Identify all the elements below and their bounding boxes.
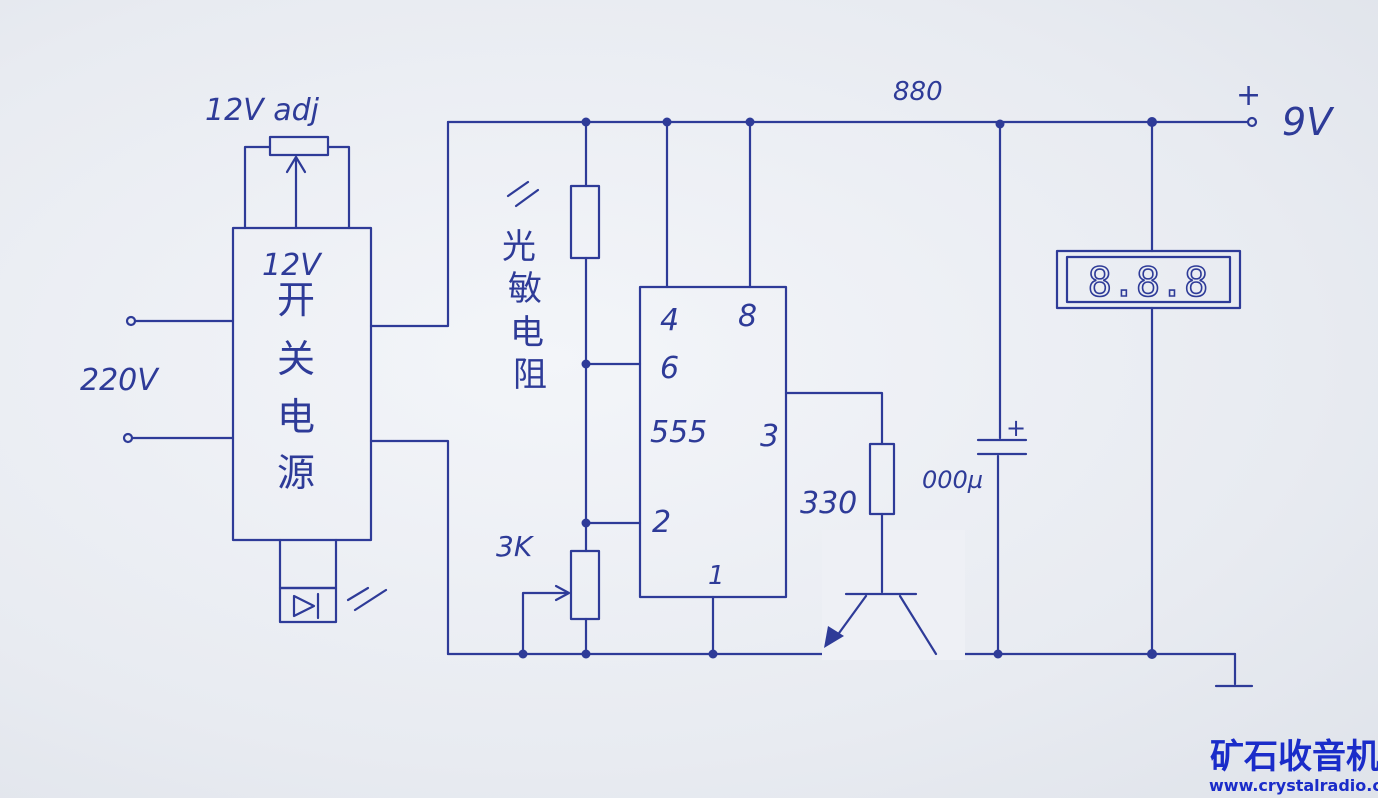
watermark-url: www.crystalradio.cn [1209,776,1378,795]
pot-adj-label: 12V adj [205,93,320,128]
output-stage: 330 [784,391,965,660]
pot-3k-label: 3K [496,530,535,563]
pin-8-label: 8 [738,299,757,334]
adj-potentiometer: 12V adj [205,93,351,230]
pin-3-label: 3 [760,419,779,454]
cap-plus-label: + [1006,414,1026,442]
ac-input: 220V [80,315,235,444]
adj-pot-body [268,135,330,157]
led-light-ray-1 [346,586,370,602]
supply-terminal: + 9V [1236,78,1335,144]
psu-name-char-3: 电 [277,395,315,439]
ldr-name-char-4: 阻 [513,355,547,395]
psu-box [231,226,373,542]
cap-value-label: 000µ [922,466,983,494]
res-330-body [868,442,896,516]
switching-power-supply: 12V 开 关 电 源 [231,226,373,542]
watermark-title: 矿石收音机 [1210,737,1378,777]
pin-4-label: 4 [660,303,679,338]
display-digits: 8.8.8 [1088,260,1208,306]
supply-plus-label: + [1236,78,1261,113]
ac-terminal-top [125,315,137,327]
adj-pot-lead-left [243,145,272,230]
pin-6-label: 6 [660,351,679,386]
pin-1-label: 1 [708,561,725,591]
ac-input-label: 220V [80,363,160,398]
ldr-resistor [569,184,601,260]
pin-2-label: 2 [652,505,671,540]
psu-name-char-4: 源 [277,451,315,495]
ldr-light-ray-1 [506,180,530,198]
pot-3k-body [569,549,601,621]
transistor-collector [898,594,938,656]
adj-pot-wiper-arrow [285,155,307,174]
positive-rail: 880 [446,77,1250,129]
ic-name-label: 555 [650,415,707,450]
display-frame [1055,249,1242,310]
ldr-name-char-3: 电 [510,313,544,353]
pot-3k-wiper [521,591,568,656]
watermark: 矿石收音机 www.crystalradio.cn [1209,737,1378,795]
psu-voltage-label: 12V [262,248,323,283]
adj-pot-lead-right [326,145,351,230]
ldr-name-char-1: 光 [502,227,536,267]
ldr-name-char-2: 敏 [508,269,542,309]
psu-negative-wire [369,439,450,656]
supply-voltage-label: 9V [1282,100,1335,144]
psu-led [278,538,388,624]
ac-terminal-bottom [122,432,134,444]
ldr-divider: 光 敏 电 阻 3K [496,120,642,656]
voltmeter-display: 8.8.8 [1055,120,1242,656]
psu-name-char-2: 关 [277,337,315,381]
led-light-ray-2 [353,588,388,612]
ldr-light-ray-2 [514,188,540,208]
psu-name-char-1: 开 [277,278,315,322]
transistor-emitter [832,594,868,642]
display-window [1065,255,1232,304]
res-880-label: 880 [893,77,943,107]
res-330-label: 330 [800,486,857,521]
capacitor: + 000µ [922,122,1028,656]
transistor-emitter-arrow [824,626,844,648]
ic-555: 4 8 6 555 3 2 1 [638,120,788,656]
led-triangle [292,594,316,618]
ground-rail [446,649,1254,688]
psu-positive-wire [369,120,450,328]
